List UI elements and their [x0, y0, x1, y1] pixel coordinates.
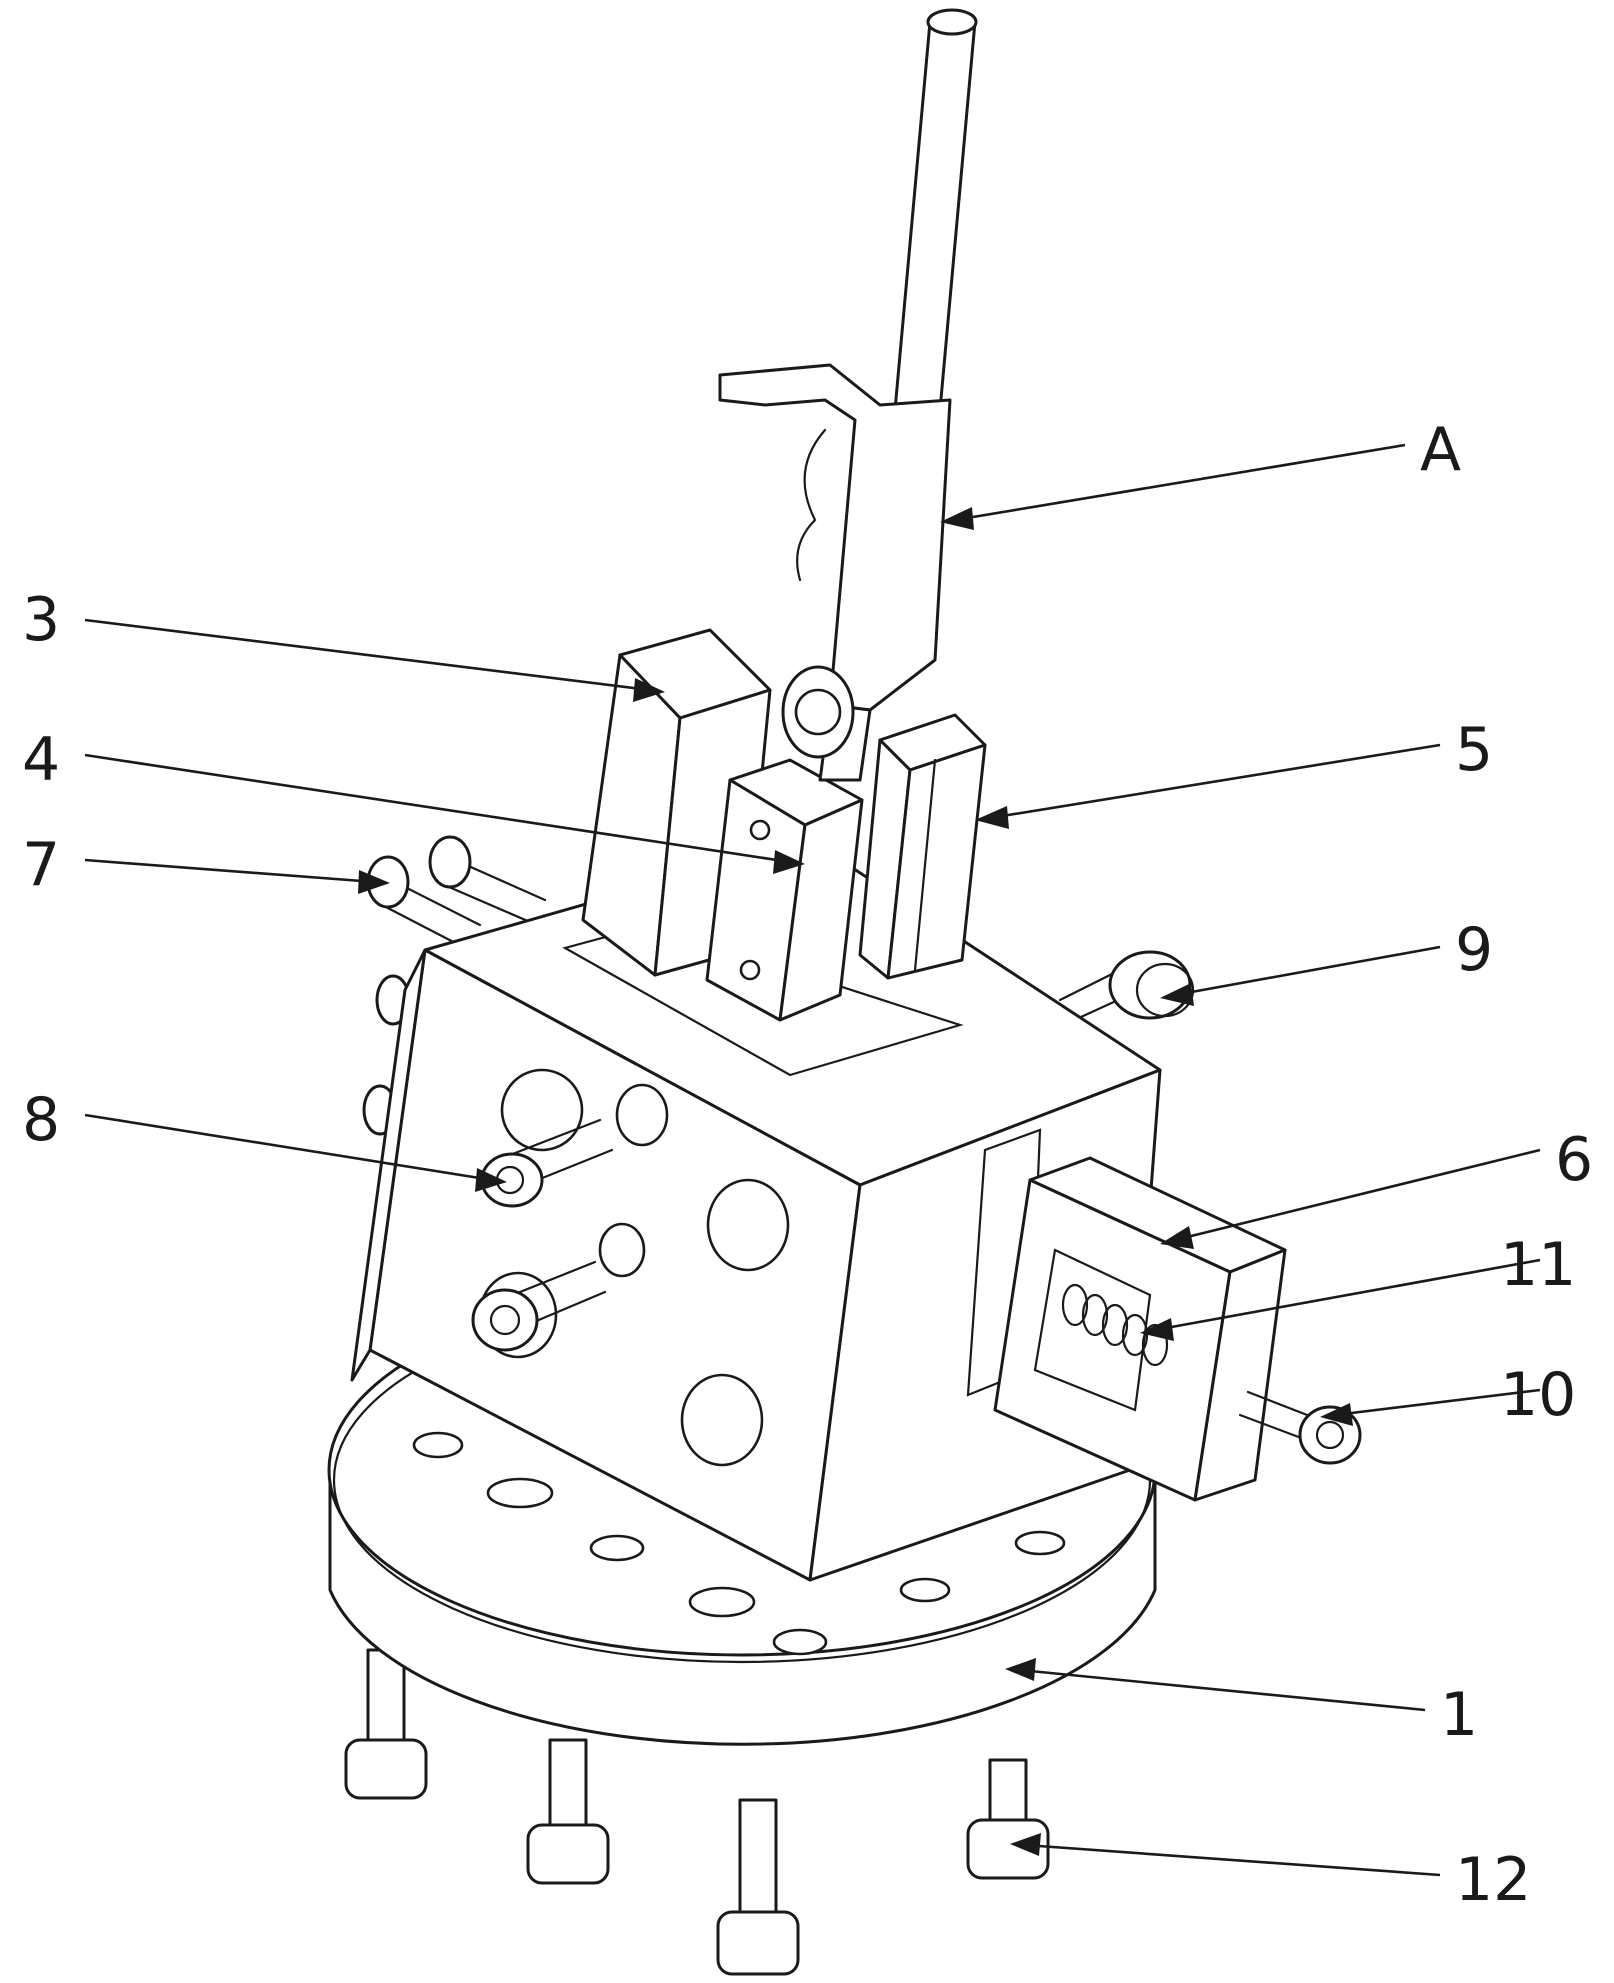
callout-9: 9: [1455, 915, 1493, 985]
lever-arm-A: [718, 8, 978, 782]
back-screws: [362, 835, 1195, 1136]
left-face-screws: [471, 1118, 614, 1352]
callout-8: 8: [22, 1085, 60, 1155]
callout-12: 12: [1455, 1845, 1531, 1915]
callout-10: 10: [1500, 1360, 1576, 1430]
callout-labels: A 3 4 5 7 9 8 6 11 10 1 12: [22, 415, 1593, 1915]
callout-7: 7: [22, 830, 60, 900]
clamp-6: [993, 1156, 1287, 1502]
bottom-screw-1: [344, 1648, 428, 1800]
screw-8b: [471, 1260, 607, 1352]
screw-7b: [428, 835, 547, 924]
callout-1: 1: [1440, 1680, 1478, 1750]
callout-6: 6: [1555, 1125, 1593, 1195]
spring-11: [1061, 1283, 1169, 1367]
bottom-screw-4: [966, 1758, 1050, 1880]
bottom-screw-3: [716, 1798, 800, 1976]
screw-9: [1058, 950, 1195, 1024]
slider-4: [705, 758, 864, 1022]
callout-4: 4: [22, 725, 60, 795]
callout-11: 11: [1500, 1230, 1576, 1300]
callout-3: 3: [22, 585, 60, 655]
leaders: [84, 443, 1541, 1877]
bottom-screws: [344, 1648, 1050, 1976]
callout-5: 5: [1455, 715, 1493, 785]
base-plate-holes: [412, 1431, 1066, 1656]
callout-A: A: [1420, 415, 1461, 485]
bottom-screw-2: [526, 1738, 610, 1885]
rail-5: [858, 713, 987, 980]
